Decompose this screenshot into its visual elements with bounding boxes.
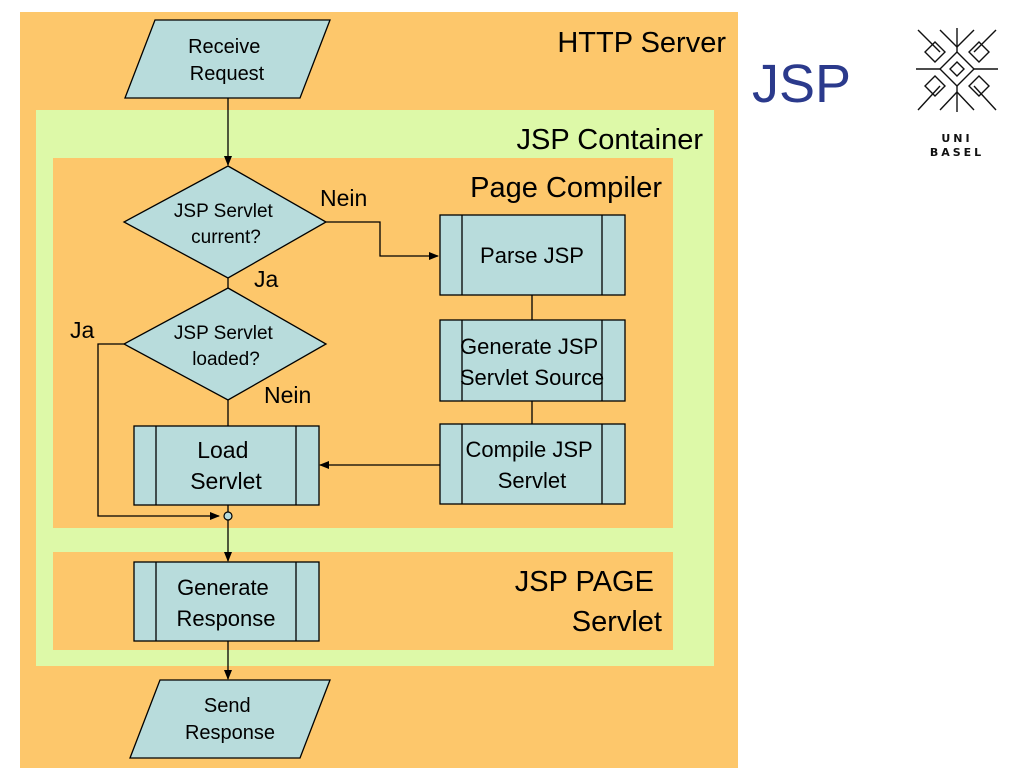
basel-crosier-icon: [916, 28, 998, 112]
compile-servlet-label: Compile JSP Servlet: [466, 437, 599, 493]
edge-loaded-ja: [97, 343, 220, 520]
load-servlet-node: [133, 425, 320, 506]
servlet-loaded-label: JSP Servlet loaded?: [174, 323, 278, 370]
generate-source-line1: Generate JSP: [460, 334, 598, 359]
parse-jsp-node: [439, 214, 626, 296]
receive-request-node: [124, 19, 331, 99]
generate-response-label: Generate Response: [176, 575, 275, 631]
servlet-current-line1: JSP Servlet: [174, 201, 274, 222]
compile-servlet-line1: Compile JSP: [466, 437, 593, 462]
page-compiler-label: Page Compiler: [470, 172, 662, 204]
generate-response-node: [133, 561, 320, 642]
compile-servlet-line2: Servlet: [498, 468, 566, 493]
receive-request-line2: Request: [190, 63, 265, 85]
current-ja-label: Ja: [254, 266, 279, 292]
load-servlet-line2: Servlet: [190, 468, 262, 494]
servlet-loaded-decision: [122, 287, 328, 401]
merge-point: [223, 511, 233, 521]
jsp-page-servlet-label-line1: JSP PAGE: [515, 566, 654, 598]
generate-response-line1: Generate: [177, 575, 269, 600]
servlet-current-label: JSP Servlet current?: [174, 201, 278, 248]
uni-basel-logo: UNI BASEL: [910, 22, 1004, 162]
receive-request-label: Receive Request: [188, 36, 266, 85]
jsp-page-servlet-label: JSP PAGE Servlet: [515, 566, 662, 638]
edge-current-nein: [326, 221, 439, 260]
slide-title: JSP: [752, 54, 852, 114]
servlet-loaded-line2: loaded?: [192, 349, 260, 370]
current-nein-label: Nein: [320, 185, 367, 211]
send-response-line2: Response: [185, 722, 275, 744]
load-servlet-line1: Load: [197, 437, 248, 463]
send-response-node: [129, 679, 331, 759]
jsp-container-label: JSP Container: [517, 124, 704, 156]
parse-jsp-line1: Parse JSP: [480, 243, 584, 268]
logo-text-basel: BASEL: [929, 146, 985, 159]
load-servlet-label: Load Servlet: [190, 437, 262, 494]
servlet-current-decision: [122, 165, 328, 279]
loaded-nein-label: Nein: [264, 382, 311, 408]
send-response-label: Send Response: [185, 695, 275, 744]
servlet-loaded-line1: JSP Servlet: [174, 323, 274, 344]
generate-source-line2: Servlet Source: [460, 365, 604, 390]
generate-response-line2: Response: [176, 606, 275, 631]
logo-text-uni: UNI: [941, 132, 973, 145]
loaded-ja-label: Ja: [70, 317, 95, 343]
receive-request-line1: Receive: [188, 36, 260, 58]
servlet-current-line2: current?: [191, 227, 261, 248]
compile-servlet-node: [439, 423, 626, 505]
send-response-line1: Send: [204, 695, 251, 717]
generate-source-label: Generate JSP Servlet Source: [460, 334, 604, 390]
jsp-page-servlet-label-line2: Servlet: [572, 606, 662, 638]
generate-source-node: [439, 319, 626, 402]
parse-jsp-label: Parse JSP: [480, 243, 584, 268]
http-server-label: HTTP Server: [557, 27, 726, 59]
